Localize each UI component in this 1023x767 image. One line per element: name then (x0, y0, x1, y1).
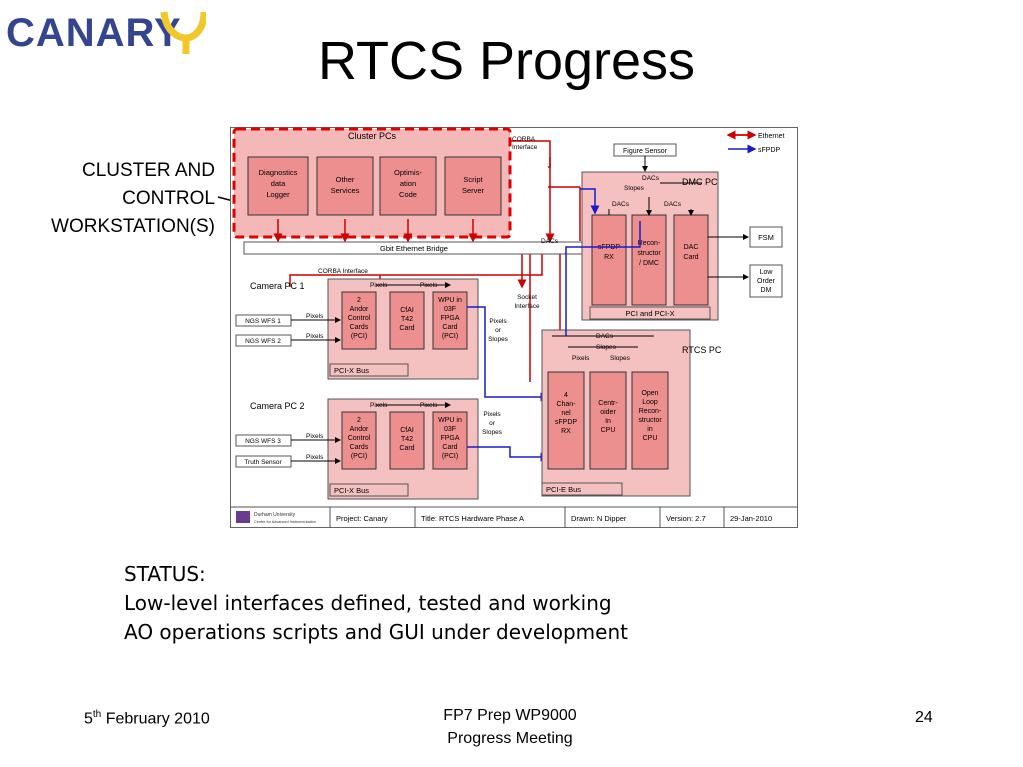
svg-text:Recon-structor/ DMC: Recon-structor/ DMC (637, 240, 661, 267)
callout-line: CONTROL (122, 188, 215, 209)
svg-text:Pixels: Pixels (572, 355, 590, 362)
svg-text:NGS WFS 2: NGS WFS 2 (245, 338, 281, 345)
svg-text:Slopes: Slopes (624, 185, 645, 192)
svg-text:NGS WFS 3: NGS WFS 3 (245, 438, 281, 445)
cam2-title: Camera PC 2 (250, 401, 305, 411)
svg-text:DACs: DACs (664, 201, 682, 208)
camera-pc-2: Camera PC 2 Pixels Pixels 2AndorControlC… (250, 398, 479, 500)
dmc-title: DMC PC (682, 177, 718, 187)
diagram-footer: Durham University Centre for Advanced In… (230, 506, 798, 528)
page-number: 24 (915, 709, 933, 726)
footer-meeting: FP7 Prep WP9000 Progress Meeting (443, 707, 577, 747)
cam1-title: Camera PC 1 (250, 281, 305, 291)
status-line: Low-level interfaces defined, tested and… (124, 591, 612, 615)
rtcs-pc: RTCS PC DACs Slopes Pixels Slopes 4Chan-… (541, 329, 722, 497)
svg-text:FSM: FSM (758, 233, 774, 242)
svg-text:PCI-X Bus: PCI-X Bus (334, 366, 369, 375)
callout-line: WORKSTATION(S) (51, 216, 215, 237)
svg-text:Durham University: Durham University (254, 512, 296, 518)
cluster-title: Cluster PCs (348, 131, 397, 141)
canary-logo: CANARY (6, 11, 206, 55)
sfpdp-link-2 (467, 446, 550, 462)
rtcs-to-dmc-sfpdp (565, 221, 641, 336)
svg-text:Truth Sensor: Truth Sensor (244, 459, 282, 466)
svg-text:Pixels: Pixels (306, 433, 324, 440)
svg-text:29-Jan-2010: 29-Jan-2010 (730, 514, 772, 523)
gbit-bridge-label: Gbit Ethernet Bridge (380, 244, 448, 253)
dacs-label: DACs (541, 238, 559, 245)
svg-text:Project: Canary: Project: Canary (336, 514, 388, 523)
svg-text:Title: RTCS Hardware Phase A: Title: RTCS Hardware Phase A (421, 514, 524, 523)
logo-wordmark: CANARY (6, 11, 182, 55)
fsm-box (749, 226, 783, 248)
callout-line: CLUSTER AND (81, 160, 215, 181)
status-block: STATUS: Low-level interfaces defined, te… (124, 560, 628, 647)
sfpdp-link-1 (467, 306, 550, 402)
corba-cam-label: CORBA Interface (318, 268, 368, 275)
svg-text:PCI and PCI-X: PCI and PCI-X (625, 309, 674, 318)
low-order-dm-box (749, 264, 783, 298)
svg-text:DACs: DACs (612, 201, 630, 208)
diagram-legend: Ethernet sFPDP (726, 130, 785, 154)
svg-text:Version: 2.7: Version: 2.7 (666, 514, 706, 523)
svg-text:DACs: DACs (642, 175, 660, 182)
svg-text:Drawn: N Dipper: Drawn: N Dipper (571, 514, 627, 523)
legend-sfpdp: sFPDP (758, 147, 781, 154)
svg-text:PCI-E Bus: PCI-E Bus (546, 485, 581, 494)
legend-ethernet: Ethernet (758, 133, 785, 140)
camera-pc-1: Camera PC 1 Pixels Pixels 2AndorControlC… (250, 278, 479, 380)
ethernet-links (273, 140, 581, 382)
slide-title: RTCS Progress (317, 31, 696, 91)
rtcs-title: RTCS PC (682, 345, 722, 355)
svg-text:Pixels: Pixels (306, 313, 324, 320)
status-line: AO operations scripts and GUI under deve… (124, 620, 628, 644)
svg-text:Pixels: Pixels (306, 454, 324, 461)
status-heading: STATUS: (124, 562, 206, 586)
svg-text:PCI-X Bus: PCI-X Bus (334, 486, 369, 495)
svg-text:Centre for Advanced Instrument: Centre for Advanced Instrumentation (254, 520, 316, 524)
svg-text:NGS WFS 1: NGS WFS 1 (245, 318, 281, 325)
svg-text:Slopes: Slopes (610, 355, 631, 362)
svg-text:Figure Sensor: Figure Sensor (623, 148, 668, 155)
footer-date: 5th February 2010 (84, 709, 210, 728)
cluster-callout: CLUSTER AND CONTROL WORKSTATION(S) (51, 157, 215, 241)
svg-text:Pixels: Pixels (306, 333, 324, 340)
